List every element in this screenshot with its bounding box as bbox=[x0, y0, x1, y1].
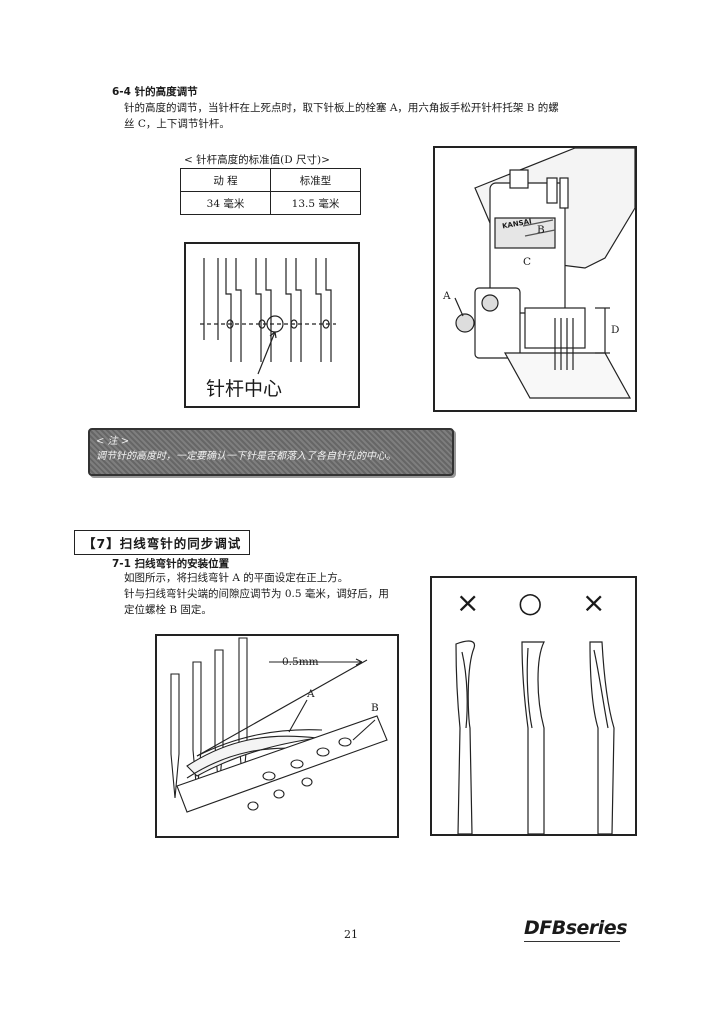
paragraph-line: 丝 C，上下调节针杆。 bbox=[124, 118, 230, 130]
looper-position-figure: 0.5mm A B bbox=[155, 634, 399, 838]
paragraph-line: 针与扫线弯针尖端的间隙应调节为 0.5 毫米，调好后，用 bbox=[124, 588, 389, 600]
needle-slots-drawing bbox=[200, 258, 336, 375]
brand-logo: DFBseries bbox=[524, 917, 628, 939]
table-cell: 13.5 毫米 bbox=[270, 191, 361, 215]
note-box: < 注 > 调节针的高度时，一定要确认一下针是否都落入了各自针孔的中心。 bbox=[88, 428, 454, 476]
paragraph-line: 针的高度的调节，当针杆在上死点时，取下针板上的栓塞 A，用六角扳手松开针杆托架 … bbox=[124, 102, 559, 114]
paragraph-line: 定位螺栓 B 固定。 bbox=[124, 604, 212, 616]
looper-tips-drawing bbox=[455, 640, 615, 834]
paragraph-line: 如图所示，将扫线弯针 A 的平面设定在正上方。 bbox=[124, 572, 349, 584]
incorrect-mark: × bbox=[582, 586, 606, 619]
section-6-4-heading: 6-4 针的高度调节 bbox=[112, 86, 198, 98]
needle-center-label: 针杆中心 bbox=[206, 378, 283, 400]
screw-label-b: B bbox=[371, 702, 379, 714]
label-b: B bbox=[537, 224, 545, 236]
spec-table-caption: < 针杆高度的标准值(D 尺寸)> bbox=[184, 154, 330, 166]
needle-center-diagram: 针杆中心 bbox=[184, 242, 360, 408]
page-number: 21 bbox=[344, 928, 358, 941]
section-7-paragraph: 如图所示，将扫线弯针 A 的平面设定在正上方。 针与扫线弯针尖端的间隙应调节为 … bbox=[124, 570, 424, 618]
table-row: 34 毫米 13.5 毫米 bbox=[180, 191, 361, 215]
section-6-4-paragraph: 针的高度的调节，当针杆在上死点时，取下针板上的栓塞 A，用六角扳手松开针杆托架 … bbox=[124, 100, 624, 132]
label-a: A bbox=[443, 290, 451, 302]
spec-table: 动 程 标准型 34 毫米 13.5 毫米 bbox=[180, 168, 361, 215]
brand-underline bbox=[524, 941, 620, 942]
note-text: 调节针的高度时，一定要确认一下针是否都落入了各自针孔的中心。 bbox=[96, 451, 396, 462]
table-cell: 34 毫米 bbox=[180, 191, 271, 215]
table-header-row: 动 程 标准型 bbox=[180, 168, 361, 192]
label-d: D bbox=[611, 324, 620, 336]
machine-head-drawing bbox=[454, 147, 636, 399]
table-header-cell: 标准型 bbox=[270, 168, 361, 192]
correct-mark: ○ bbox=[518, 586, 543, 619]
incorrect-mark: × bbox=[456, 586, 480, 619]
looper-angle-comparison-figure: × ○ × bbox=[430, 576, 637, 836]
looper-label-a: A bbox=[307, 688, 315, 700]
gap-label: 0.5mm bbox=[282, 656, 319, 668]
section-7-1-heading: 7-1 扫线弯针的安装位置 bbox=[112, 558, 230, 570]
table-header-cell: 动 程 bbox=[180, 168, 271, 192]
looper-drawing bbox=[170, 637, 388, 813]
label-c: C bbox=[523, 256, 532, 268]
note-title: < 注 > bbox=[96, 436, 130, 447]
sewing-machine-figure: KANSAI A B C D bbox=[433, 146, 637, 412]
section-7-title: 【7】扫线弯针的同步调试 bbox=[74, 530, 251, 555]
